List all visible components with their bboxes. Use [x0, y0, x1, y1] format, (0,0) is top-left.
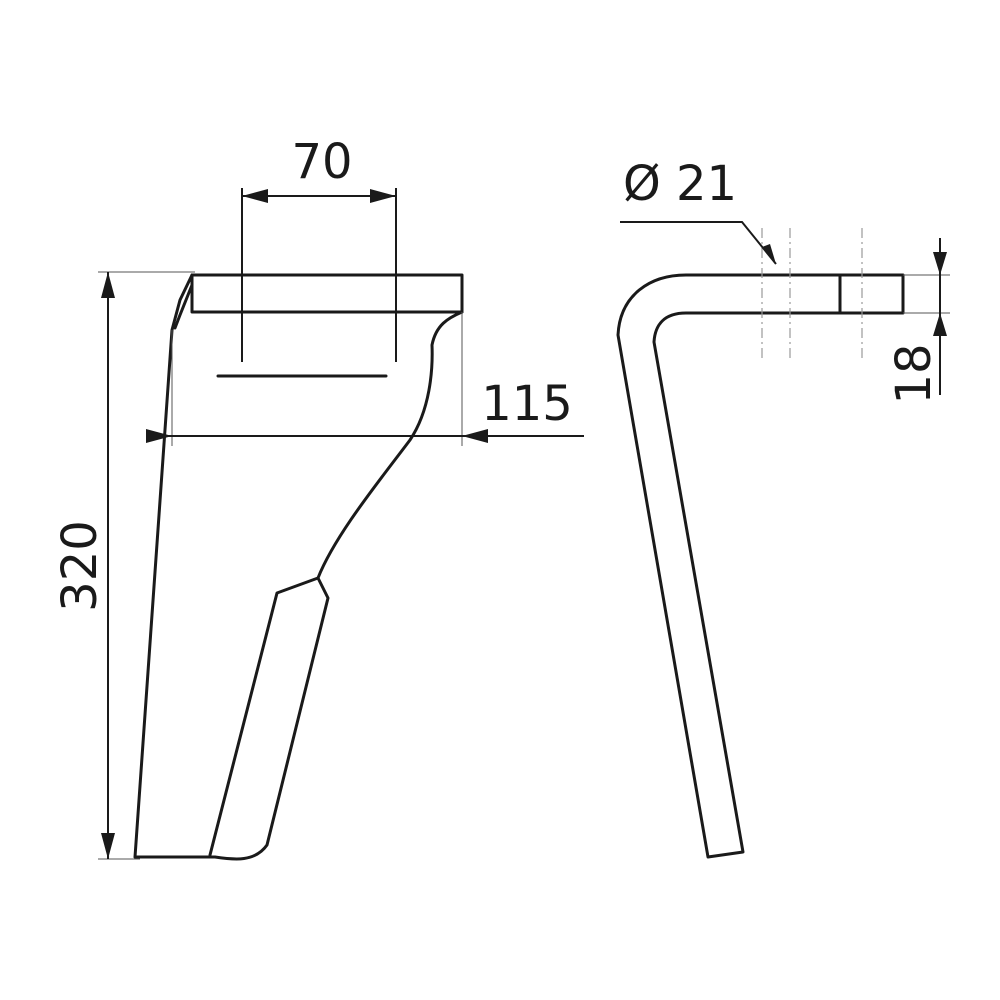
arrow-320-bottom: [101, 833, 115, 859]
dimension-width: 115: [146, 312, 584, 446]
dimension-thickness: 18: [886, 238, 950, 405]
width-label: 115: [481, 376, 573, 432]
front-view: [133, 262, 464, 861]
bore-label: Ø 21: [623, 156, 737, 212]
blade-left-bevel: [173, 283, 194, 330]
arrow-115-right: [462, 429, 488, 443]
dimension-bore: Ø 21: [620, 156, 777, 265]
mounting-plate: [190, 273, 464, 314]
thickness-label: 18: [886, 343, 942, 404]
arrow-115-left: [146, 429, 172, 443]
dimension-bolt-spacing: 70: [241, 134, 397, 362]
cutting-edge-facet: [208, 576, 320, 857]
dimension-height: 320: [52, 271, 195, 860]
arrow-70-right: [370, 189, 396, 203]
arrow-18-top: [933, 252, 947, 275]
blade-body: [133, 273, 464, 861]
bolt-spacing-label: 70: [291, 134, 352, 190]
arrow-320-top: [101, 272, 115, 298]
leader-bore: [620, 221, 777, 265]
arrow-70-left: [242, 189, 268, 203]
tine-side-outline: [616, 273, 905, 859]
side-view: [616, 228, 905, 859]
arrow-bore: [762, 244, 776, 264]
arrow-18-bottom: [933, 313, 947, 336]
height-label: 320: [52, 520, 108, 612]
